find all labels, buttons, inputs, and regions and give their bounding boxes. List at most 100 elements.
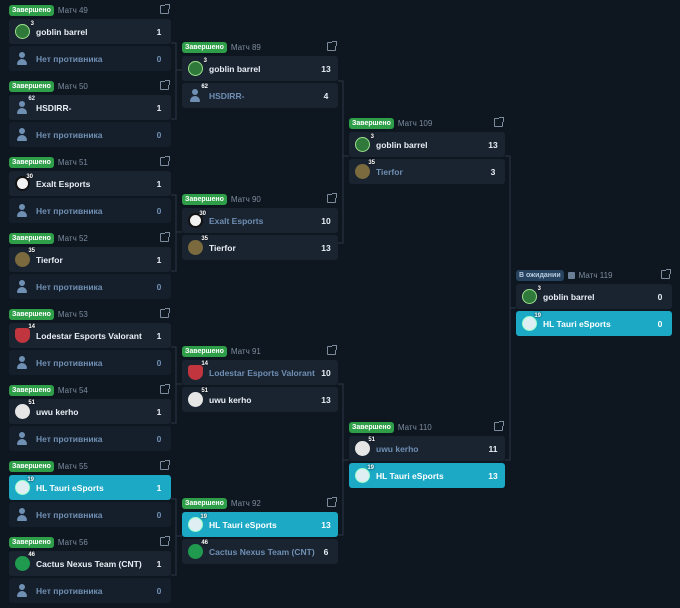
match-label: Матч 49 (57, 6, 88, 15)
external-link-icon[interactable] (160, 384, 170, 394)
team-logo-icon: 19 (188, 514, 207, 532)
team-name: HL Tauri eSports (209, 519, 277, 530)
team-name: HL Tauri eSports (36, 482, 104, 493)
team-score: 1 (156, 102, 162, 113)
team-row-empty: Нет противника 0 (9, 46, 171, 71)
team-score: 0 (156, 53, 162, 64)
external-link-icon[interactable] (327, 497, 337, 507)
team-score: 13 (321, 63, 331, 74)
team-score: 13 (488, 139, 498, 150)
team-score: 3 (490, 166, 496, 177)
team-logo-icon: 14 (15, 324, 35, 343)
team-score: 4 (323, 90, 329, 101)
team-logo-icon: 51 (188, 388, 208, 407)
team-name: HSDIRR- (36, 102, 72, 113)
team-name: Нет противника (36, 53, 103, 64)
status-badge: Завершено (9, 309, 54, 320)
match-label: Матч 119 (578, 271, 613, 280)
team-score: 0 (156, 205, 162, 216)
team-name: Нет противника (36, 585, 103, 596)
team-logo-icon: 19 (522, 313, 541, 331)
external-link-icon[interactable] (327, 345, 337, 355)
external-link-icon[interactable] (160, 232, 170, 242)
team-name: Exalt Esports (36, 178, 91, 189)
team-score: 13 (488, 470, 498, 481)
team-logo-icon: 30 (15, 174, 33, 191)
team-row-empty: Нет противника 0 (9, 274, 171, 299)
person-icon (15, 431, 30, 446)
team-score: 11 (488, 443, 498, 454)
team-logo-icon: 19 (355, 465, 374, 483)
external-link-icon[interactable] (160, 156, 170, 166)
external-link-icon[interactable] (160, 80, 170, 90)
team-score: 0 (156, 433, 162, 444)
team-name: Нет противника (36, 433, 103, 444)
team-logo-icon: 30 (188, 211, 206, 228)
team-name: goblin barrel (209, 63, 261, 74)
external-link-icon[interactable] (160, 4, 170, 14)
external-link-icon[interactable] (661, 269, 671, 279)
external-link-icon[interactable] (160, 308, 170, 318)
status-badge: Завершено (349, 118, 394, 129)
match-label: Матч 109 (397, 119, 433, 128)
person-icon (15, 583, 30, 598)
external-link-icon[interactable] (327, 41, 337, 51)
team-name: Нет противника (36, 281, 103, 292)
external-link-icon[interactable] (494, 117, 504, 127)
team-score: 0 (156, 281, 162, 292)
team-score: 10 (321, 367, 331, 378)
team-score: 1 (156, 482, 162, 493)
team-name: Cactus Nexus Team (CNT) (209, 546, 315, 557)
status-badge: Завершено (9, 537, 54, 548)
external-link-icon[interactable] (494, 421, 504, 431)
external-link-icon[interactable] (327, 193, 337, 203)
status-badge-pending: В ожидании (516, 270, 564, 281)
team-score: 0 (156, 129, 162, 140)
status-badge: Завершено (9, 461, 54, 472)
team-name: Exalt Esports (209, 215, 264, 226)
team-name: goblin barrel (36, 26, 88, 37)
person-icon (15, 127, 30, 142)
team-name: HL Tauri eSports (376, 470, 444, 481)
external-link-icon[interactable] (160, 536, 170, 546)
match-label: Матч 110 (397, 423, 432, 432)
team-name: Tierfor (209, 242, 236, 253)
external-link-icon[interactable] (160, 460, 170, 470)
team-logo-icon: 3 (188, 58, 207, 76)
